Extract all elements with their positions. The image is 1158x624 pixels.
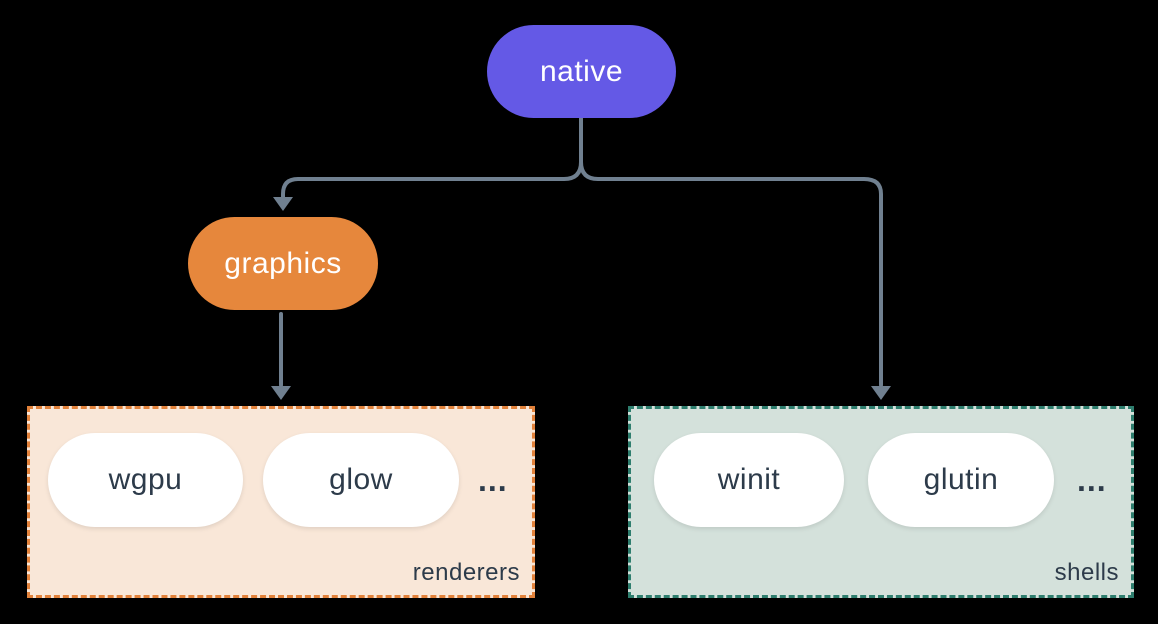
node-winit: winit (654, 433, 844, 527)
renderers-ellipsis: ... (478, 461, 508, 498)
group-shells: winit glutin ... shells (628, 406, 1134, 598)
arrowhead-to-shells (871, 386, 891, 400)
node-glutin: glutin (868, 433, 1054, 527)
connector-native-to-graphics (281, 117, 583, 199)
node-glow: glow (263, 433, 459, 527)
renderers-group-label: renderers (412, 559, 520, 586)
shells-group-label: shells (1054, 559, 1119, 586)
node-native: native (487, 25, 676, 118)
node-wgpu: wgpu (48, 433, 243, 527)
connector-native-to-shells (579, 117, 883, 387)
group-renderers: wgpu glow ... renderers (27, 406, 535, 598)
arrowhead-to-renderers (271, 386, 291, 400)
shells-ellipsis: ... (1077, 461, 1107, 498)
arrowhead-to-graphics (273, 197, 293, 211)
node-graphics: graphics (188, 217, 378, 310)
